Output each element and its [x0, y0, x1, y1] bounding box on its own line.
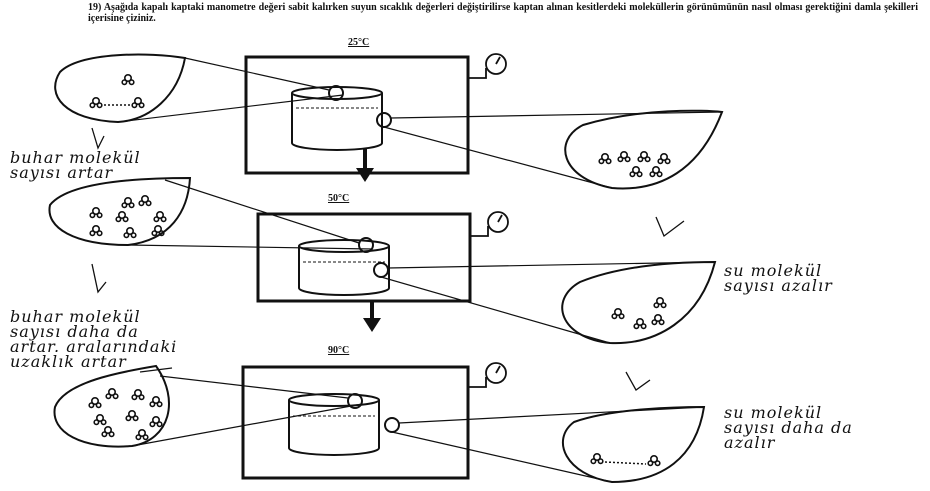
note-line: sayısı daha da [724, 418, 853, 437]
water-drop-25c [383, 109, 724, 190]
temperature-label-50: 50°C [328, 193, 350, 204]
temperature-label-25: 25°C [348, 37, 370, 48]
question-text: 19) Aşağıda kapalı kaptaki manometre değ… [88, 2, 918, 24]
note-vapor-increases-more: buhar molekül sayısı daha da artar. aral… [10, 307, 178, 371]
container-50c [256, 211, 509, 303]
note-vapor-increases: buhar molekül sayısı artar [10, 148, 141, 182]
note-water-decreases-more: su molekül sayısı daha da azalır [724, 403, 853, 452]
note-line: sayısı artar [10, 163, 114, 182]
note-line: buhar molekül [10, 307, 141, 326]
note-line: artar. aralarındaki [10, 337, 178, 356]
hand-arrow-icon [91, 263, 107, 294]
note-line: buhar molekül [10, 148, 141, 167]
container-90c [241, 362, 507, 480]
arrow-down-icon [363, 302, 381, 332]
note-line: su molekül [724, 261, 823, 280]
container-25c [244, 53, 507, 175]
note-line: su molekül [724, 403, 823, 422]
arrow-down-icon [356, 148, 374, 182]
note-water-decreases: su molekül sayısı azalır [724, 261, 833, 295]
note-line: uzaklık artar [10, 352, 127, 371]
note-line: sayısı azalır [724, 276, 833, 295]
vapor-drop-90c [53, 364, 363, 448]
vapor-drop-50c [48, 176, 373, 250]
temperature-label-90: 90°C [328, 345, 350, 356]
note-line: sayısı daha da [10, 322, 139, 341]
water-drop-90c [391, 405, 706, 484]
water-drop-50c [380, 260, 717, 345]
hand-arrow-icon [655, 216, 685, 238]
hand-arrow-icon [625, 371, 651, 391]
hand-arrow-icon [91, 127, 105, 150]
vapor-drop-25c [54, 53, 344, 124]
note-line: azalır [724, 433, 776, 452]
